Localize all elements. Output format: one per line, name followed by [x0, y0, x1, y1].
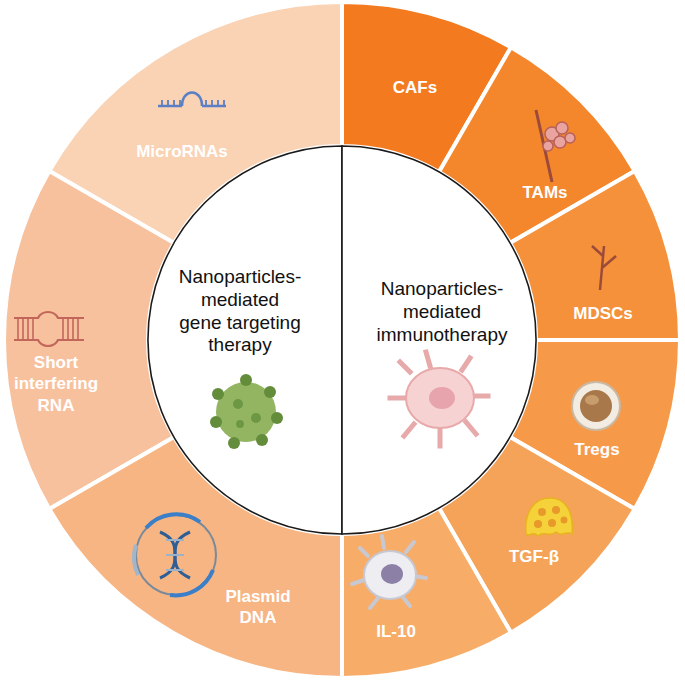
center-half-left: Nanoparticles- mediated gene targeting t… [146, 144, 344, 536]
sirna-icon [14, 312, 84, 346]
segment-label: IL-10 [361, 621, 431, 642]
center-label: Nanoparticles- mediated gene targeting t… [178, 266, 302, 357]
segment-label: MDSCs [563, 303, 643, 324]
tgf-beta-icon [526, 498, 573, 536]
tam-icon [536, 110, 575, 182]
ring-segment-shape [49, 437, 342, 678]
il10-cell-icon [352, 536, 426, 608]
segment-label: TGF-β [499, 546, 569, 567]
nanoparticle-icon [210, 374, 283, 449]
microrna-icon [158, 93, 226, 107]
center-label: Nanoparticles- mediated immunotherapy [372, 278, 512, 346]
segment-label: CAFs [380, 77, 450, 98]
ring-segment-shape [342, 508, 511, 678]
segment-label: MicroRNAs [112, 141, 252, 162]
center-half-right: Nanoparticles- mediated immunotherapy [340, 144, 538, 536]
segment-label: Plasmid DNA [219, 586, 297, 629]
plasmid-icon [134, 514, 216, 595]
segment-label: TAMs [510, 182, 580, 203]
ring-segment-shape [510, 171, 680, 340]
segment-label: Short interfering RNA [10, 352, 102, 416]
treg-icon [572, 382, 620, 430]
immune-cell-icon [390, 352, 488, 446]
segment-label: Tregs [562, 439, 632, 460]
mdsc-icon [592, 246, 616, 290]
